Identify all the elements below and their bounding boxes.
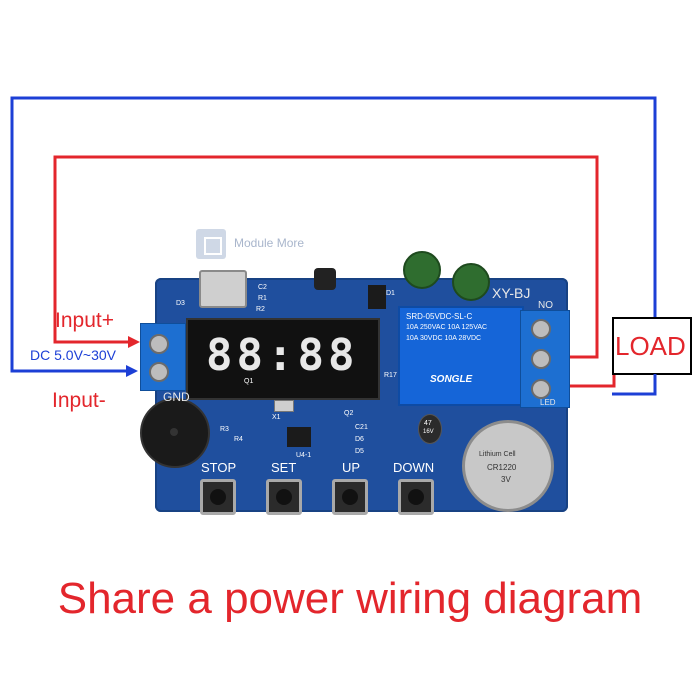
inductor — [314, 268, 336, 290]
caption: Share a power wiring diagram — [57, 574, 643, 623]
input-positive-label: Input+ — [55, 309, 114, 332]
small-capacitor — [418, 414, 442, 444]
silk-r2: R2 — [256, 306, 265, 313]
board-model: XY-BJ — [492, 285, 531, 301]
button-label-stop: STOP — [201, 460, 237, 475]
capacitor-1 — [403, 251, 441, 289]
gnd-label: GND — [163, 390, 190, 404]
micro-usb-port — [199, 270, 247, 308]
relay-model: SRD-05VDC-SL-C — [406, 312, 473, 321]
silk-d5: D5 — [355, 448, 364, 455]
coin-battery: Lithium Cell CR1220 3V — [462, 420, 554, 512]
load-label: LOAD — [615, 331, 686, 361]
output-terminal-block — [520, 310, 570, 408]
relay: SRD-05VDC-SL-C 10A 250VAC 10A 125VAC 10A… — [398, 306, 524, 406]
negative-wire — [10, 96, 657, 375]
silk-q1: Q1 — [244, 378, 254, 385]
capacitor-2 — [452, 263, 490, 301]
silk-r4: R4 — [234, 436, 243, 443]
relay-rating-ac: 10A 250VAC 10A 125VAC — [406, 324, 488, 331]
output-com-screw — [531, 349, 551, 369]
output-no-screw — [531, 319, 551, 339]
silk-x1: X1 — [272, 414, 281, 421]
silk-d1: D1 — [386, 290, 395, 297]
small-capacitor-value: 47 — [424, 420, 432, 427]
battery-model: CR1220 — [487, 463, 517, 472]
relay-rating-dc: 10A 30VDC 10A 28VDC — [406, 335, 482, 342]
timer-ic — [287, 427, 311, 447]
input-positive-screw — [149, 334, 169, 354]
battery-voltage: 3V — [501, 475, 511, 484]
silk-d3: D3 — [176, 300, 185, 307]
input-negative-label: Input- — [52, 389, 106, 412]
load-negative-wire — [612, 374, 657, 396]
silk-c21: C21 — [355, 424, 368, 431]
display-digits: 88:88 — [206, 330, 359, 381]
up-button[interactable] — [332, 479, 368, 515]
output-nc-screw — [531, 379, 551, 399]
positive-wire-arrow — [128, 336, 140, 348]
stop-button[interactable] — [200, 479, 236, 515]
chip-icon — [204, 237, 222, 255]
button-label-set: SET — [271, 460, 297, 475]
battery-type: Lithium Cell — [479, 451, 516, 458]
watermark-text: Module More — [234, 236, 305, 250]
load-box — [612, 317, 692, 375]
input-negative-screw — [149, 362, 169, 382]
button-label-up: UP — [342, 460, 361, 475]
small-capacitor-voltage: 16V — [423, 429, 434, 435]
button-label-down: DOWN — [393, 460, 435, 475]
silk-r17: R17 — [384, 372, 397, 379]
set-button[interactable] — [266, 479, 302, 515]
input-voltage-label: DC 5.0V~30V — [30, 347, 116, 363]
relay-brand: SONGLE — [430, 374, 473, 385]
silk-u4: U4-1 — [296, 452, 312, 459]
positive-wire — [53, 155, 599, 359]
led-label: LED — [540, 398, 556, 407]
down-button[interactable] — [398, 479, 434, 515]
regulator-ic — [368, 285, 386, 309]
segment-display: 88:88 — [186, 318, 380, 400]
input-terminal-block — [140, 323, 186, 391]
buzzer — [140, 398, 210, 468]
load-to-relay-wire — [568, 346, 616, 388]
silk-r1: R1 — [258, 295, 267, 302]
crystal — [274, 400, 294, 412]
negative-wire-arrow — [126, 365, 138, 377]
silk-c2: C2 — [258, 284, 267, 291]
watermark-logo — [196, 229, 226, 259]
silk-d6: D6 — [355, 436, 364, 443]
no-label: NO — [538, 300, 553, 311]
silk-r3: R3 — [220, 426, 229, 433]
silk-q2: Q2 — [344, 410, 354, 417]
